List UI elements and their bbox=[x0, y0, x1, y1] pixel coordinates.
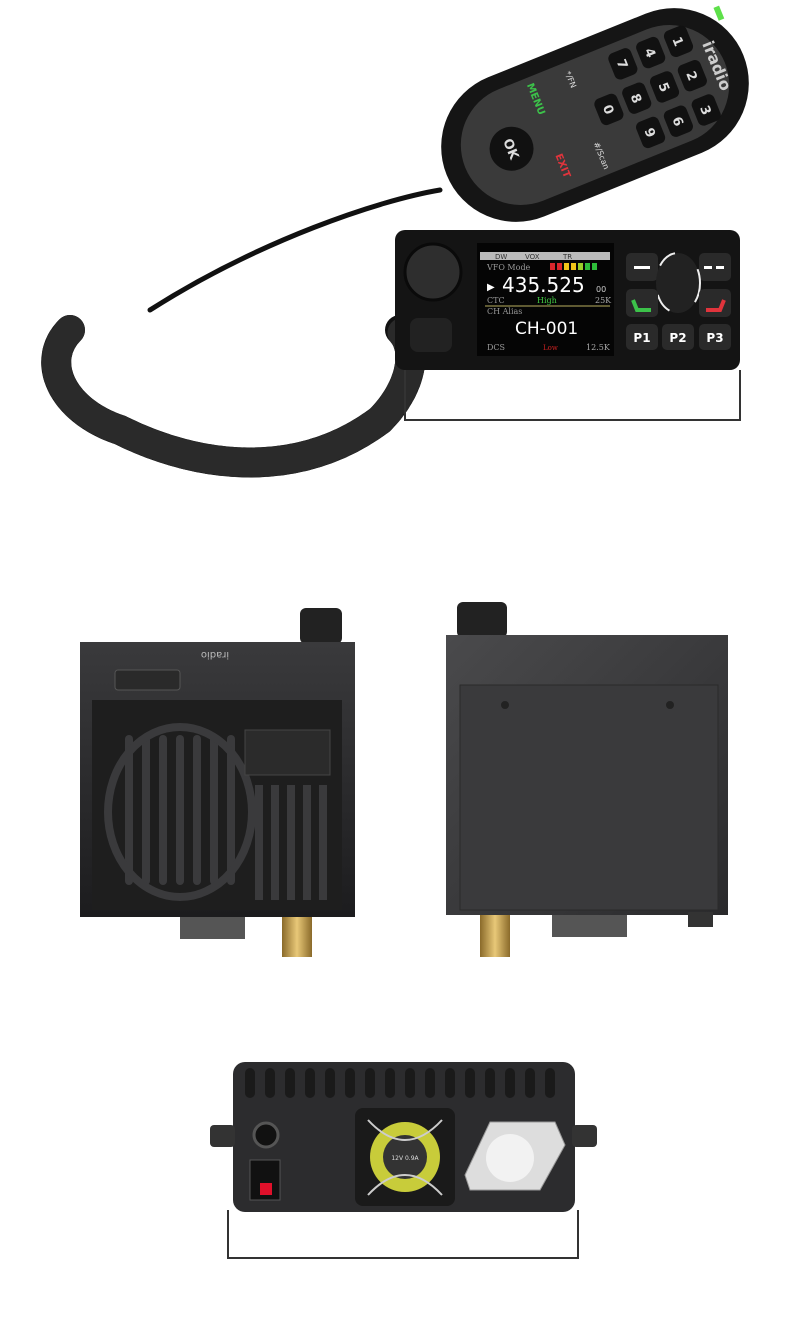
p1-button[interactable]: P1 bbox=[626, 324, 658, 350]
channel-name: CH-001 bbox=[515, 319, 578, 339]
frequency-suffix: 00 bbox=[596, 285, 606, 294]
double-dash-button[interactable] bbox=[699, 253, 731, 281]
mode-label: VFO Mode bbox=[486, 263, 531, 272]
signal-bar bbox=[557, 263, 562, 270]
volume-knob[interactable] bbox=[403, 242, 463, 302]
digit-key-2[interactable]: 2 bbox=[676, 58, 709, 93]
speaker-jack bbox=[252, 1121, 280, 1149]
digit-key-0[interactable]: 0 bbox=[593, 92, 626, 127]
connector bbox=[180, 917, 245, 939]
antenna-connector bbox=[282, 917, 312, 957]
frequency: 435.525 bbox=[502, 273, 585, 297]
heatsink-fins bbox=[104, 723, 327, 901]
signal-bar bbox=[550, 263, 555, 270]
hangup-icon bbox=[706, 299, 726, 312]
signal-bar bbox=[564, 263, 569, 270]
signal-meter bbox=[550, 263, 597, 270]
fan-label: 12V 0.9A bbox=[391, 1155, 419, 1162]
dcs-value: Low bbox=[543, 344, 558, 352]
signal-bar bbox=[571, 263, 576, 270]
p2-button[interactable]: P2 bbox=[662, 324, 694, 350]
call-icon bbox=[631, 299, 651, 312]
ctc-label: CTC bbox=[487, 296, 505, 305]
power-level: High bbox=[537, 296, 557, 305]
digit-key-8[interactable]: 8 bbox=[620, 81, 653, 116]
svg-text:P3: P3 bbox=[706, 331, 723, 345]
svg-text:P1: P1 bbox=[633, 331, 650, 345]
end-button[interactable] bbox=[699, 289, 731, 317]
bandwidth: 12.5K bbox=[586, 343, 611, 352]
dcs-label: DCS bbox=[487, 343, 505, 352]
status-tr: TR bbox=[562, 253, 572, 261]
p3-button[interactable]: P3 bbox=[699, 324, 731, 350]
signal-bar bbox=[578, 263, 583, 270]
coiled-cord bbox=[41, 187, 443, 478]
radio-flat-side bbox=[446, 602, 728, 957]
antenna-knob bbox=[300, 608, 342, 644]
digit-key-6[interactable]: 6 bbox=[662, 104, 695, 139]
status-led bbox=[713, 5, 725, 21]
digit-key-1[interactable]: 1 bbox=[662, 24, 695, 59]
side-brand-logo: iradio bbox=[201, 649, 229, 660]
power-connector bbox=[260, 1183, 272, 1195]
ok-key[interactable] bbox=[483, 120, 540, 177]
signal-bar bbox=[585, 263, 590, 270]
lcd-screen bbox=[477, 243, 614, 356]
status-vox: VOX bbox=[525, 253, 540, 261]
radio-heatsink-side: iradio bbox=[80, 608, 355, 957]
digit-key-3[interactable]: 3 bbox=[690, 92, 723, 127]
call-button[interactable] bbox=[626, 289, 658, 317]
svg-text:P2: P2 bbox=[669, 331, 686, 345]
digit-key-9[interactable]: 9 bbox=[634, 115, 667, 150]
digit-key-7[interactable]: 7 bbox=[606, 46, 639, 81]
status-dw: DW bbox=[495, 253, 507, 261]
digit-key-5[interactable]: 5 bbox=[648, 69, 681, 104]
step-value: 25K bbox=[595, 296, 612, 305]
radio-front-unit: DW VOX TR VFO Mode ▶ 435.525 00 CTC High… bbox=[395, 230, 741, 421]
signal-bar bbox=[592, 263, 597, 270]
navigation-dial[interactable] bbox=[655, 252, 701, 314]
radio-rear-panel: 12V 0.9A bbox=[210, 1062, 597, 1259]
mic-jack bbox=[410, 318, 452, 352]
digit-key-4[interactable]: 4 bbox=[634, 35, 667, 70]
play-indicator-icon: ▶ bbox=[487, 282, 495, 293]
alias-label: CH Alias bbox=[487, 307, 522, 316]
